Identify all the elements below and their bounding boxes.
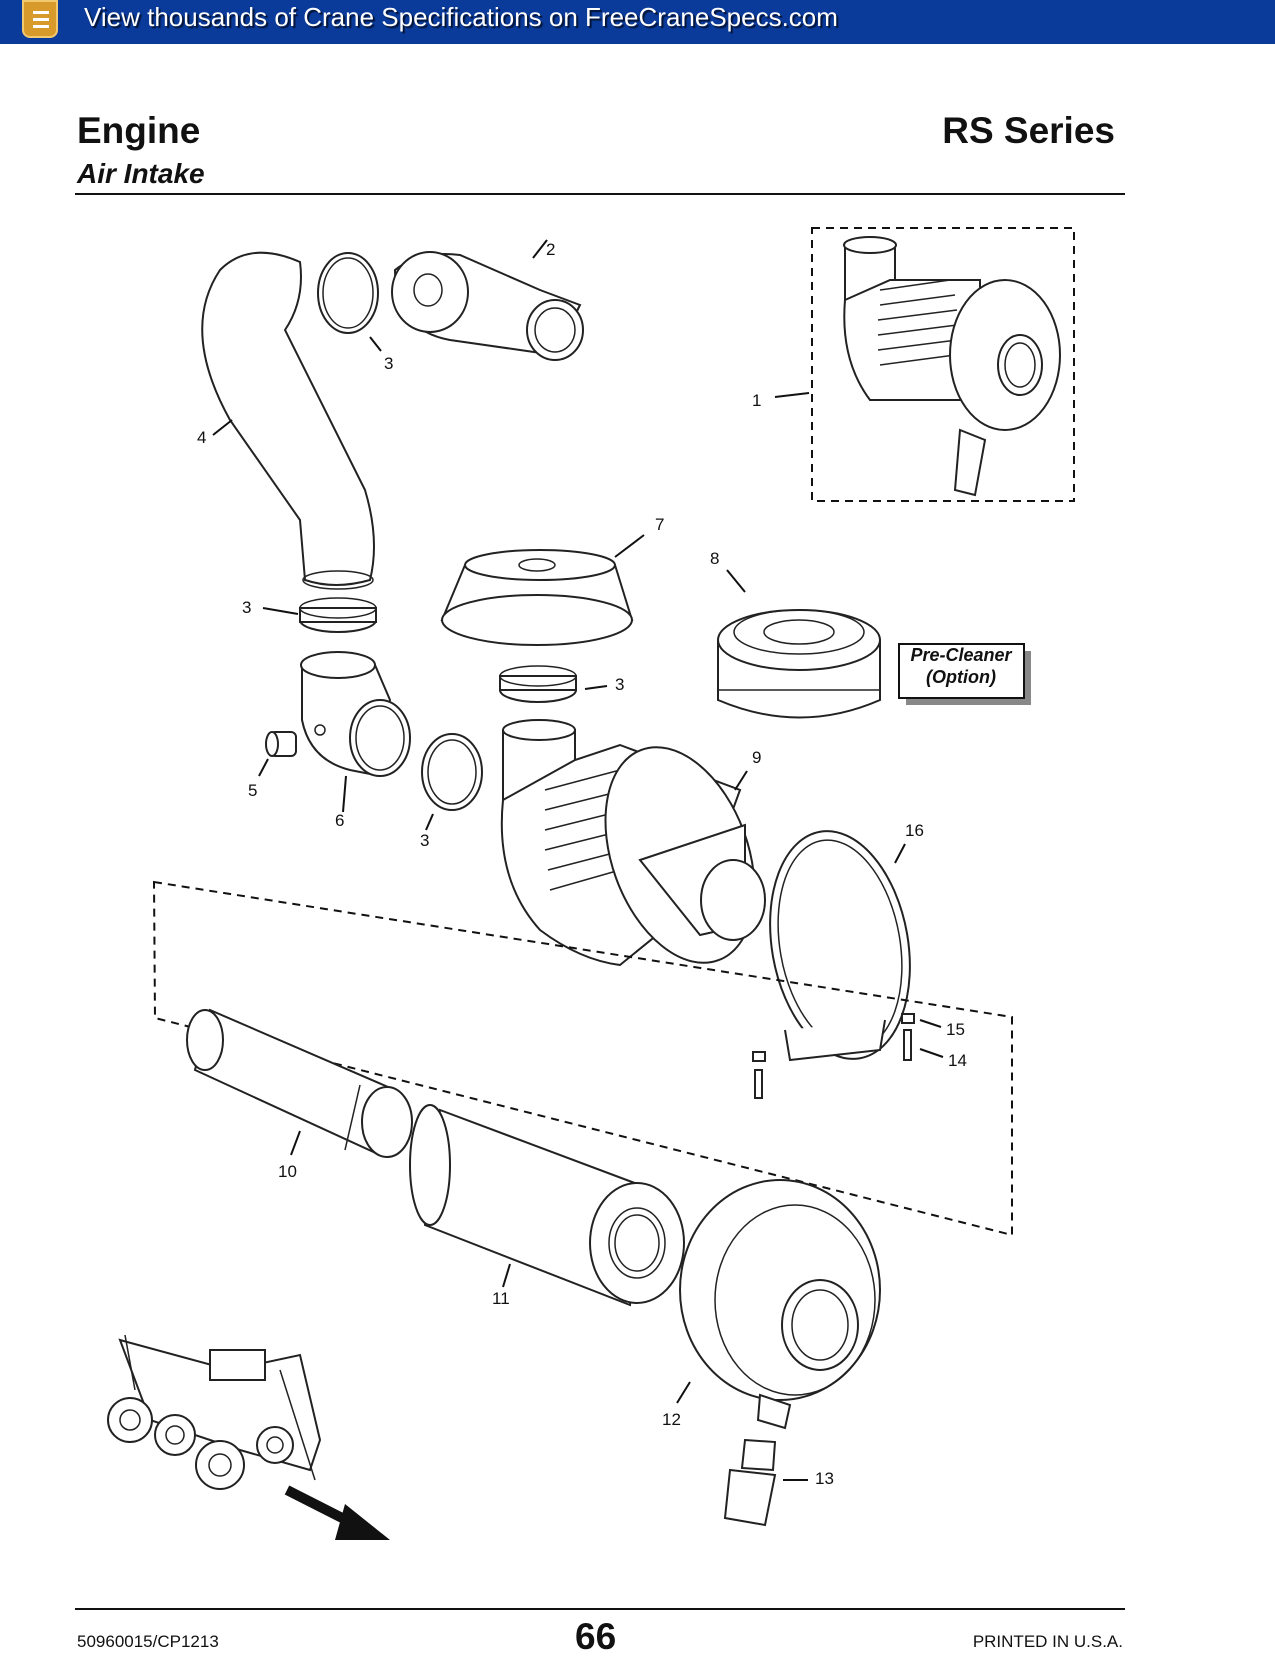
- label-2: 2: [546, 240, 555, 259]
- part-8-precleaner: [717, 609, 881, 719]
- part-7-cover: [440, 549, 634, 646]
- label-12: 12: [662, 1410, 681, 1429]
- precleaner-callout: [898, 643, 1025, 699]
- label-15: 15: [946, 1020, 965, 1039]
- precleaner-line2: (Option): [926, 667, 996, 687]
- label-9: 9: [752, 748, 761, 767]
- exploded-view-outline: [152, 880, 1013, 1237]
- label-10: 10: [278, 1162, 297, 1181]
- label-11: 11: [492, 1289, 510, 1308]
- document-icon: [22, 0, 58, 38]
- label-3-top: 3: [384, 354, 393, 373]
- page-number: 66: [575, 1616, 617, 1657]
- footer-divider: [75, 1608, 1125, 1610]
- label-6: 6: [335, 811, 344, 830]
- label-7: 7: [655, 515, 664, 534]
- part-15-nut: [752, 1013, 915, 1062]
- label-8: 8: [710, 549, 719, 568]
- label-3-right: 3: [615, 675, 624, 694]
- precleaner-line1: Pre-Cleaner: [910, 645, 1012, 665]
- arrow-icon: [284, 1485, 390, 1540]
- banner[interactable]: View thousands of Crane Specifications o…: [0, 0, 1275, 44]
- series-name: RS Series: [942, 110, 1115, 151]
- part-1-box: [811, 227, 1075, 502]
- header-divider: [75, 193, 1125, 195]
- label-1: 1: [752, 391, 761, 410]
- label-4: 4: [197, 428, 206, 447]
- label-14: 14: [948, 1051, 967, 1070]
- part-9-housing: [500, 719, 766, 967]
- part-13-valve: [723, 1438, 777, 1527]
- leader-4: [212, 419, 233, 436]
- part-10-safety-filter: [186, 1008, 413, 1158]
- machine-thumbnail: [107, 1334, 322, 1490]
- part-3-clamp-low: [421, 733, 483, 811]
- label-16: 16: [905, 821, 924, 840]
- part-6-elbow: [300, 651, 411, 777]
- label-3-low: 3: [420, 831, 429, 850]
- label-5: 5: [248, 781, 257, 800]
- banner-link-text[interactable]: View thousands of Crane Specifications o…: [84, 2, 838, 32]
- part-11-primary-filter: [409, 1104, 685, 1307]
- label-3-mid: 3: [242, 598, 251, 617]
- page-subtitle: Air Intake: [77, 158, 205, 189]
- leader-1: [774, 392, 810, 398]
- part-12-end-cover: [679, 1179, 881, 1430]
- label-13: 13: [815, 1469, 834, 1488]
- part-14-bolt: [754, 1029, 912, 1099]
- part-5-fitting: [265, 731, 297, 757]
- part-2-adapter: [391, 251, 584, 361]
- part-3-clamp-top: [317, 252, 379, 334]
- part-1-air-cleaner: [843, 236, 1061, 497]
- leader-2: [532, 239, 548, 259]
- page-title: Engine: [77, 110, 201, 151]
- printed-notice: PRINTED IN U.S.A.: [972, 1632, 1123, 1651]
- part-16-band: [769, 830, 911, 1062]
- document-number: 50960015/CP1213: [77, 1632, 219, 1651]
- part-4-hose: [201, 251, 375, 586]
